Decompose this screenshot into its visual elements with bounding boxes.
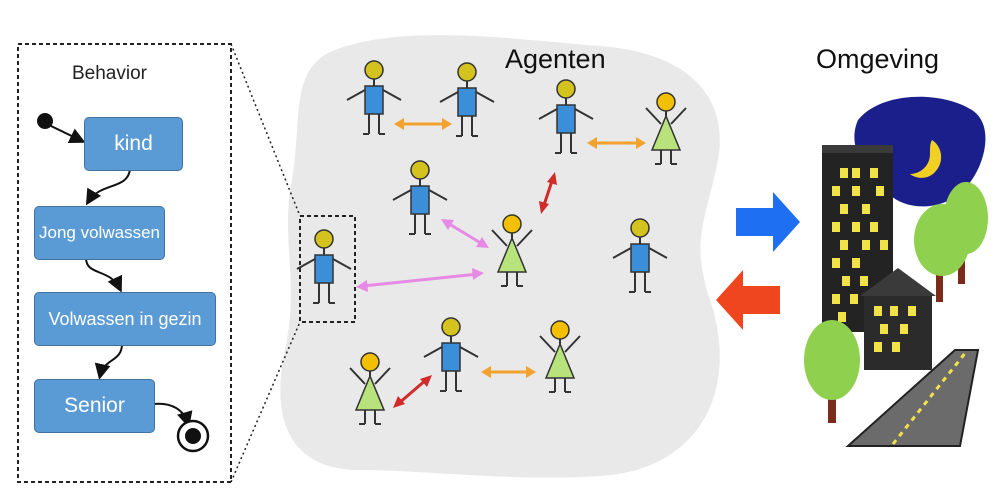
transition-kind-jong bbox=[85, 168, 131, 206]
state-senior-label: Senior bbox=[64, 393, 125, 417]
to-environment-arrow bbox=[736, 192, 800, 252]
arrow-red-1 bbox=[539, 172, 557, 214]
moon-icon bbox=[910, 140, 942, 178]
arrow-pink-2 bbox=[356, 268, 484, 292]
start-node bbox=[37, 113, 53, 129]
city-icon bbox=[804, 96, 988, 447]
state-adult-family-label: Volwassen in gezin bbox=[48, 308, 202, 329]
behavior-title: Behavior bbox=[72, 63, 147, 84]
transition-senior-end bbox=[152, 402, 193, 428]
small-building-roof bbox=[860, 268, 936, 296]
from-environment-arrow bbox=[716, 270, 780, 330]
arrow-orange-1 bbox=[394, 118, 452, 130]
zoom-line-bottom bbox=[230, 321, 301, 483]
arrow-red-2 bbox=[393, 375, 432, 408]
tree-icon bbox=[804, 320, 860, 423]
state-senior: Senior bbox=[34, 379, 155, 433]
zoom-line-top bbox=[230, 43, 301, 217]
environment-title: Omgeving bbox=[816, 44, 940, 74]
agents-title: Agenten bbox=[505, 44, 606, 74]
selected-agent-box bbox=[299, 215, 356, 323]
state-adult-family: Volwassen in gezin bbox=[34, 292, 216, 346]
agents-cloud bbox=[280, 35, 720, 478]
state-young-adult-label: Jong volwassen bbox=[39, 223, 160, 243]
tree-icon bbox=[914, 182, 988, 302]
end-node-core bbox=[185, 428, 201, 444]
arrow-orange-3 bbox=[481, 366, 536, 378]
state-child-label: kind bbox=[114, 131, 153, 155]
transition-gezin-senior bbox=[94, 343, 123, 380]
transition-jong-gezin bbox=[85, 257, 123, 293]
road-icon bbox=[845, 349, 980, 447]
state-child: kind bbox=[84, 117, 183, 171]
start-transition bbox=[50, 125, 86, 143]
arrow-orange-2 bbox=[587, 137, 646, 149]
state-young-adult: Jong volwassen bbox=[34, 206, 165, 260]
arrow-pink-1 bbox=[441, 219, 489, 248]
